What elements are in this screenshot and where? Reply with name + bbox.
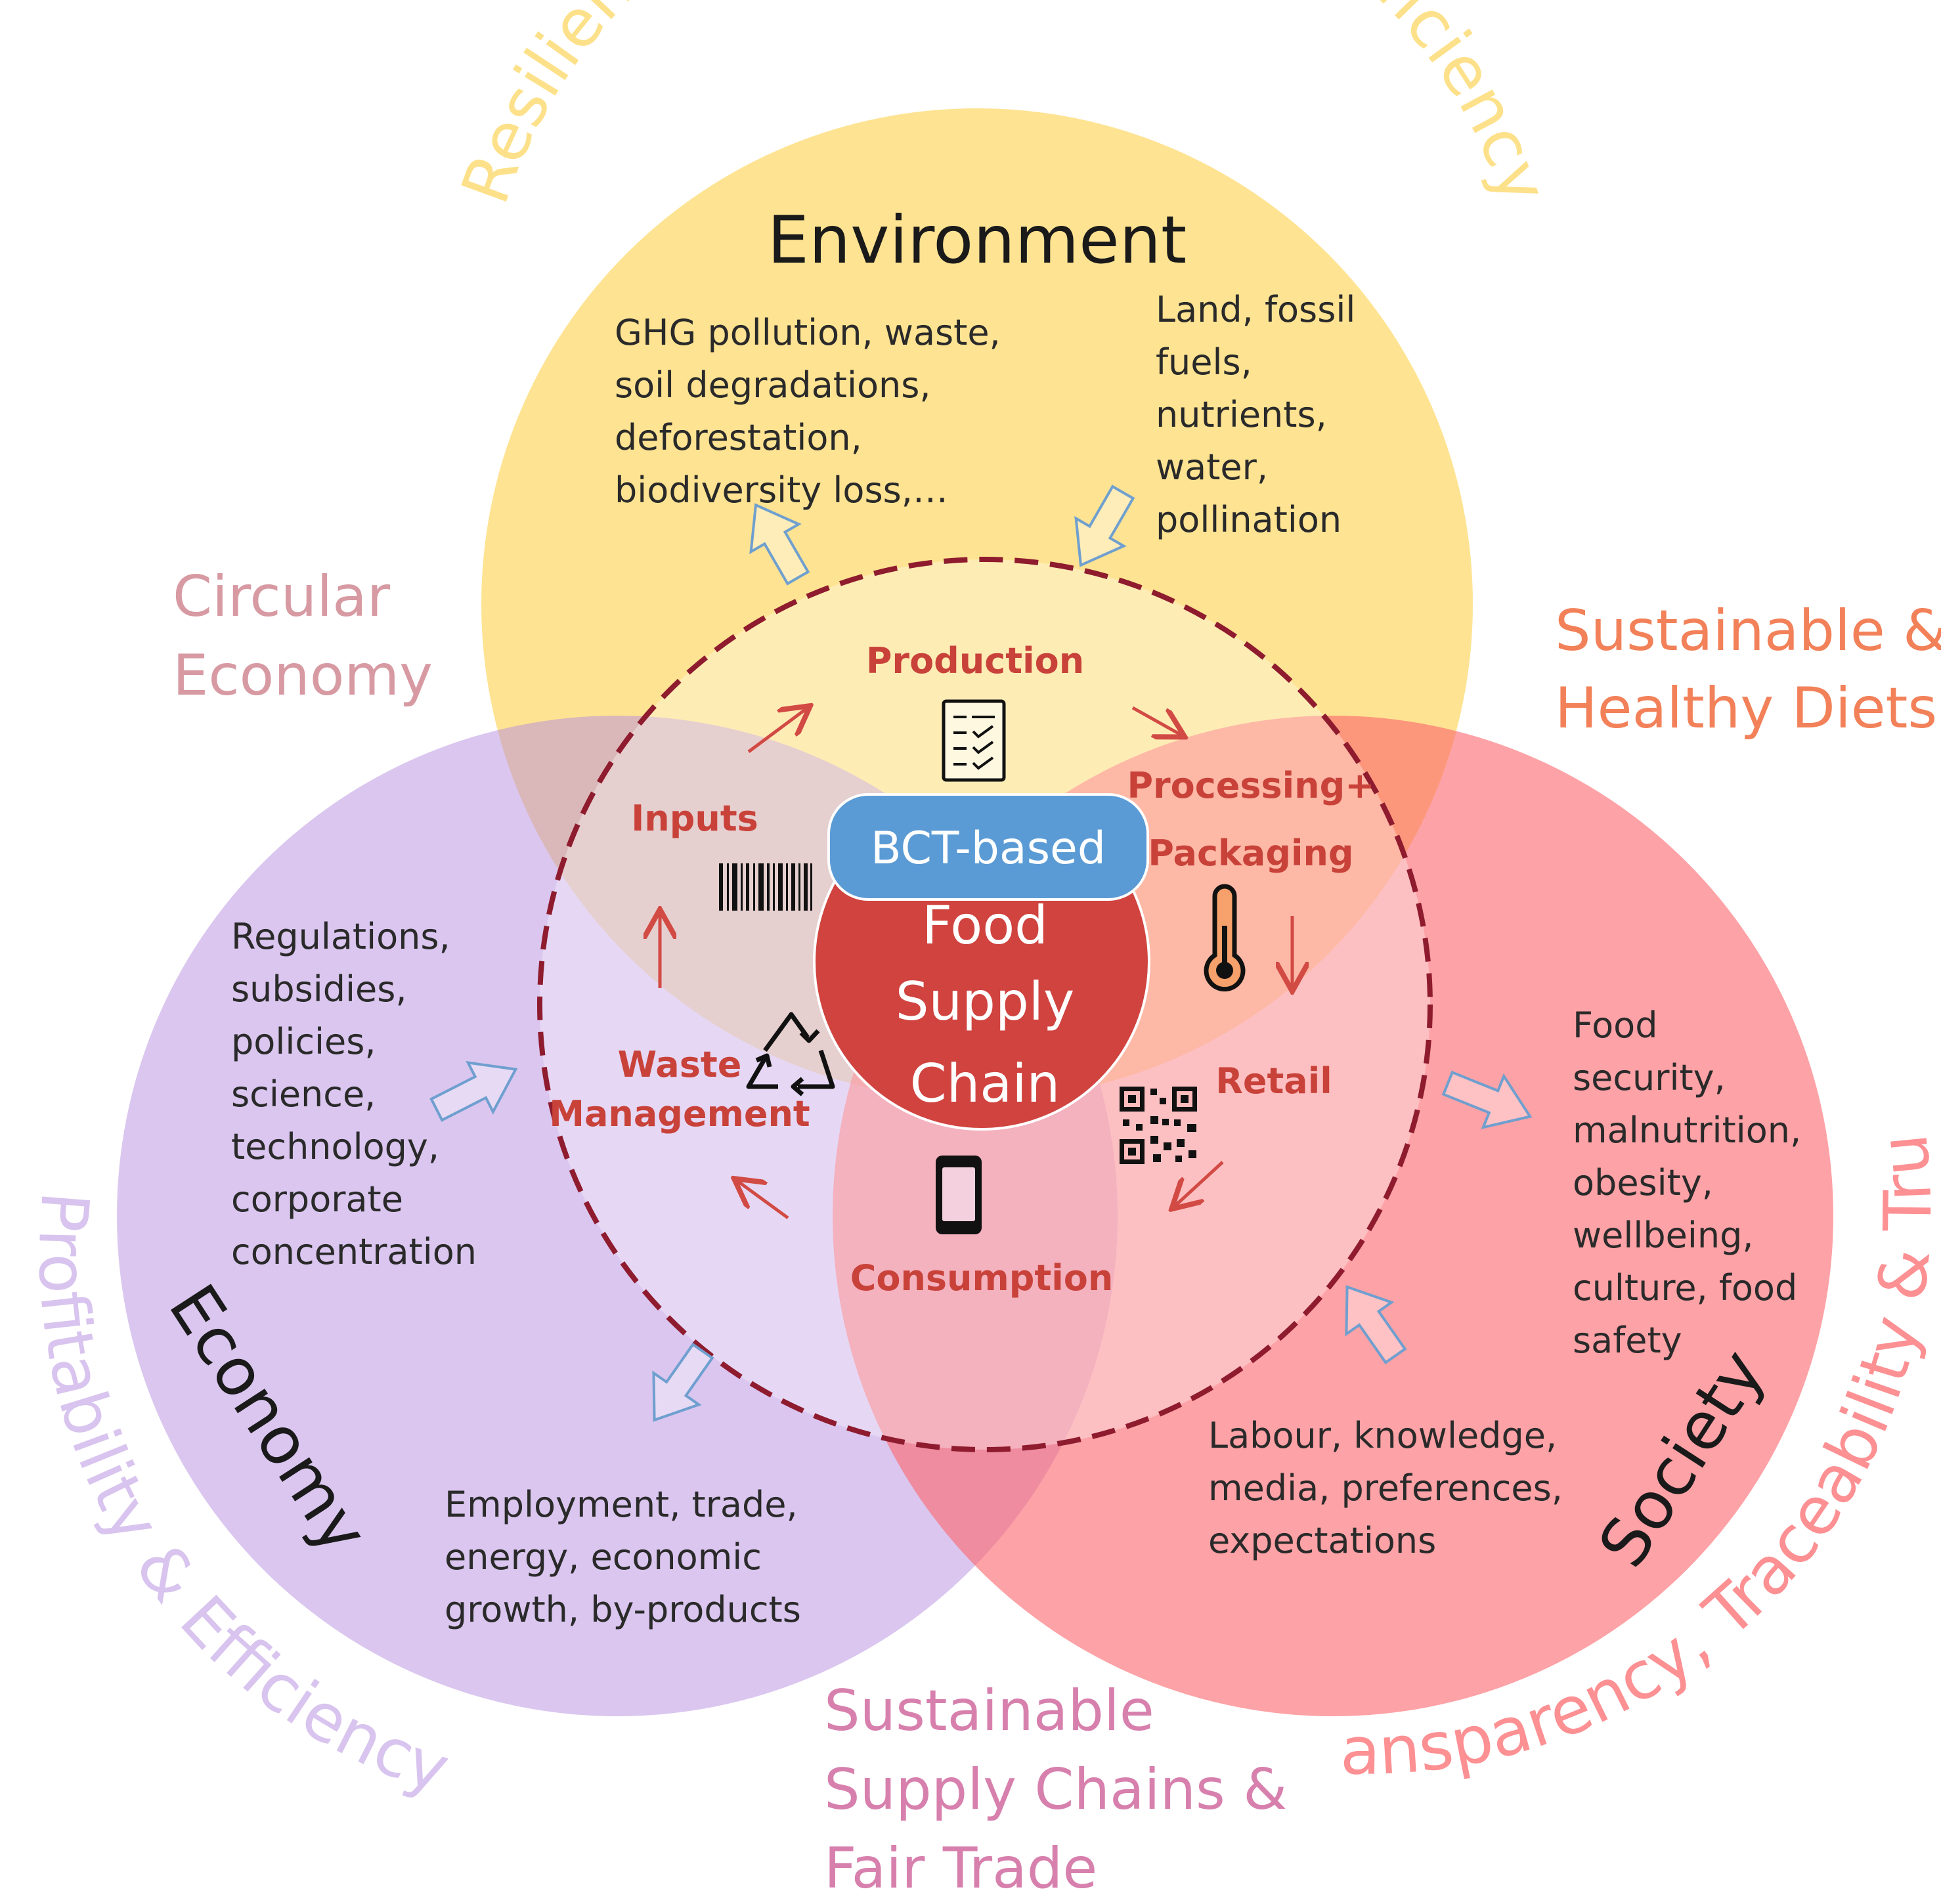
- soc-input-arrow: [1345, 1285, 1407, 1365]
- soc-input-line1: Labour, knowledge,: [1208, 1415, 1557, 1456]
- goal-fair-trade-line3: Fair Trade: [824, 1836, 1097, 1901]
- goal-diets-line2: Healthy Diets: [1555, 676, 1937, 741]
- center-label-food: Food: [922, 895, 1048, 956]
- eco-output-line1: Employment, trade,: [445, 1484, 798, 1525]
- goal-fair-trade-line2: Supply Chains &: [824, 1757, 1287, 1823]
- step-consumption: Consumption: [850, 1257, 1114, 1299]
- eco-input-line3: policies,: [231, 1021, 376, 1062]
- soc-output-line3: malnutrition,: [1573, 1110, 1801, 1151]
- center-label-chain: Chain: [910, 1053, 1060, 1114]
- barcode-icon: [719, 863, 812, 911]
- soc-output-line1: Food: [1573, 1005, 1658, 1046]
- soc-input-line2: media, preferences,: [1208, 1467, 1563, 1509]
- bct-based-badge: [827, 793, 1149, 901]
- env-input-arrow: [1074, 485, 1135, 567]
- env-output-arrow: [749, 503, 810, 586]
- step-waste-line2: Management: [549, 1093, 810, 1135]
- soc-output-arrow: [1441, 1070, 1533, 1129]
- eco-input-arrow: [429, 1061, 518, 1122]
- eco-input-line1: Regulations,: [231, 916, 450, 957]
- checklist-icon: [942, 699, 1006, 782]
- center-label-supply: Supply: [896, 971, 1075, 1032]
- env-input-line2: fuels,: [1156, 341, 1252, 383]
- qr-code-icon: [1120, 1087, 1197, 1164]
- env-output-line2: soil degradations,: [615, 364, 931, 406]
- env-output-line1: GHG pollution, waste,: [615, 312, 1001, 353]
- soc-output-line5: wellbeing,: [1573, 1215, 1754, 1256]
- bct-based-label: BCT-based: [871, 823, 1106, 875]
- goal-circular-line2: Economy: [173, 643, 433, 708]
- env-output-line3: deforestation,: [615, 417, 862, 458]
- soc-output-line4: obesity,: [1573, 1162, 1713, 1203]
- step-production: Production: [866, 640, 1084, 682]
- step-inputs: Inputs: [631, 798, 758, 839]
- step-processing-line1: Processing+: [1127, 765, 1374, 806]
- thermometer-icon: [1204, 884, 1246, 992]
- flow-arrow-production-to-processing: [1131, 706, 1182, 735]
- env-input-line5: pollination: [1156, 499, 1341, 540]
- env-output-line4: biodiversity loss,…: [615, 469, 948, 511]
- eco-input-line2: subsidies,: [231, 968, 407, 1010]
- flow-arrow-consumption-to-waste: [737, 1180, 789, 1220]
- flow-arrow-retail-to-consumption: [1174, 1161, 1224, 1207]
- goal-diets-line1: Sustainable &: [1555, 598, 1941, 664]
- goal-circular-line1: Circular: [173, 564, 391, 630]
- eco-input-line4: science,: [231, 1073, 376, 1115]
- smartphone-icon: [936, 1156, 982, 1234]
- env-input-line4: water,: [1156, 446, 1268, 488]
- supply-chain-dashed-ring: [537, 557, 1433, 1452]
- eco-input-line6: corporate: [231, 1179, 403, 1220]
- environment-title: Environment: [768, 202, 1187, 278]
- soc-output-line2: security,: [1573, 1057, 1726, 1098]
- soc-output-line7: safety: [1573, 1320, 1682, 1361]
- eco-input-line7: concentration: [231, 1231, 477, 1272]
- soc-input-line3: expectations: [1208, 1520, 1436, 1561]
- env-input-line3: nutrients,: [1156, 394, 1327, 435]
- eco-output-line3: growth, by-products: [445, 1589, 801, 1630]
- env-input-line1: Land, fossil: [1156, 289, 1355, 330]
- step-waste-line1: Waste: [618, 1044, 742, 1085]
- step-retail: Retail: [1215, 1060, 1332, 1102]
- recycle-icon: [746, 1012, 835, 1096]
- step-processing-line2: Packaging: [1148, 833, 1353, 874]
- flow-arrow-inputs-to-production: [747, 708, 808, 754]
- goal-fair-trade-line1: Sustainable: [824, 1678, 1154, 1744]
- eco-output-arrow: [652, 1342, 714, 1422]
- eco-output-line2: energy, economic: [445, 1536, 762, 1578]
- eco-input-line5: technology,: [231, 1126, 439, 1167]
- soc-output-line6: culture, food: [1573, 1267, 1797, 1309]
